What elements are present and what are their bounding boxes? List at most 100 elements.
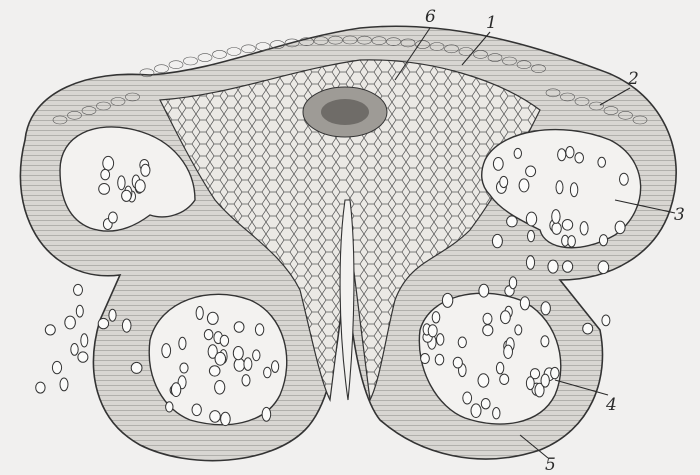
pollen-grain: [264, 367, 271, 378]
pollen-grain: [620, 173, 629, 185]
pollen-grain: [437, 334, 444, 346]
pollen-grain: [109, 309, 116, 321]
pollen-grain: [541, 336, 549, 347]
pollen-grain: [551, 367, 559, 378]
pollen-grain: [463, 392, 472, 404]
pollen-grain: [556, 181, 563, 194]
pollen-grain: [514, 148, 521, 158]
pollen-grain: [515, 325, 522, 335]
pollen-grain: [207, 312, 218, 324]
pollen-grain: [215, 352, 226, 365]
pollen-grain: [52, 361, 61, 373]
pollen-grain: [493, 158, 503, 171]
pollen-grain: [65, 316, 76, 329]
pollen-grain: [563, 261, 573, 272]
pollen-grain: [598, 261, 609, 274]
epidermis-cell: [155, 65, 169, 73]
pollen-grain: [45, 325, 55, 335]
pollen-grain: [262, 407, 271, 421]
pollen-grain: [493, 408, 500, 419]
pollen-grain: [568, 236, 576, 247]
pollen-grain: [162, 344, 171, 358]
pollen-grain: [500, 374, 509, 384]
pollen-grain: [99, 184, 110, 195]
pollen-grain: [528, 230, 535, 241]
pollen-grain: [435, 354, 444, 365]
label-2: 2: [627, 69, 639, 89]
pollen-grain: [244, 358, 252, 371]
pollen-grain: [566, 147, 574, 158]
label-5: 5: [545, 455, 556, 475]
pollen-grain: [580, 222, 588, 235]
pollen-grain: [562, 220, 572, 231]
pollen-grain: [272, 361, 279, 373]
pollen-grain: [501, 311, 511, 324]
pollen-grain: [442, 293, 452, 307]
pollen-grain: [471, 404, 481, 418]
pollen-grain: [71, 344, 78, 356]
pollen-grain: [541, 302, 550, 315]
pollen-grain: [192, 404, 201, 416]
pollen-grain: [481, 399, 490, 409]
pollen-grain: [98, 318, 108, 328]
pollen-grain: [221, 412, 231, 425]
pollen-grain: [60, 378, 68, 391]
pollen-grain: [478, 374, 489, 387]
pollen-grain: [76, 305, 83, 317]
pollen-grain: [210, 411, 221, 423]
pollen-grain: [101, 169, 110, 179]
pollen-grain: [209, 366, 220, 376]
pollen-grain: [541, 374, 549, 387]
pollen-grain: [552, 223, 561, 235]
pollen-grain: [122, 319, 131, 332]
epidermis-cell: [184, 57, 198, 65]
pollen-grain: [196, 307, 203, 320]
pollen-grain: [583, 323, 593, 334]
label-1: 1: [486, 13, 497, 33]
pollen-grain: [492, 234, 502, 247]
label-3: 3: [674, 205, 685, 225]
label-6: 6: [425, 7, 436, 27]
pollen-grain: [36, 382, 45, 393]
pollen-grain: [122, 190, 132, 201]
epidermis-cell: [169, 61, 183, 69]
pollen-grain: [504, 345, 513, 358]
pollen-grain: [507, 216, 518, 227]
pollen-grain: [526, 212, 536, 226]
vascular-bundle-core: [321, 99, 369, 125]
pollen-grain: [520, 297, 529, 310]
pollen-grain: [479, 284, 489, 297]
pollen-grain: [548, 260, 558, 273]
pollen-grain: [421, 354, 430, 364]
pollen-grain: [602, 315, 610, 326]
pollen-grain: [570, 183, 577, 197]
pollen-grain: [526, 377, 534, 390]
pollen-grain: [519, 179, 529, 192]
epidermis-cell: [227, 48, 241, 56]
pollen-grain: [496, 362, 503, 374]
pollen-grain: [204, 330, 213, 340]
pollen-grain: [242, 375, 250, 386]
epidermis-cell: [242, 45, 256, 53]
epidermis-cell: [198, 54, 212, 62]
pollen-grain: [234, 359, 245, 372]
central-slit: [340, 200, 354, 400]
pollen-grain: [526, 256, 534, 270]
pollen-grain: [234, 322, 244, 333]
pollen-grain: [233, 347, 243, 360]
pollen-grain: [215, 381, 225, 395]
label-4: 4: [605, 395, 617, 415]
pollen-grain: [428, 325, 437, 337]
pollen-grain: [432, 312, 440, 323]
pollen-grain: [552, 210, 560, 224]
pollen-grain: [558, 149, 566, 161]
pollen-grain: [255, 324, 263, 336]
pollen-grain: [74, 284, 83, 295]
pollen-grain: [180, 363, 188, 373]
pollen-grain: [220, 335, 228, 346]
pollen-grain: [166, 402, 173, 412]
pollen-grain: [598, 157, 606, 167]
pollen-grain: [103, 156, 114, 170]
